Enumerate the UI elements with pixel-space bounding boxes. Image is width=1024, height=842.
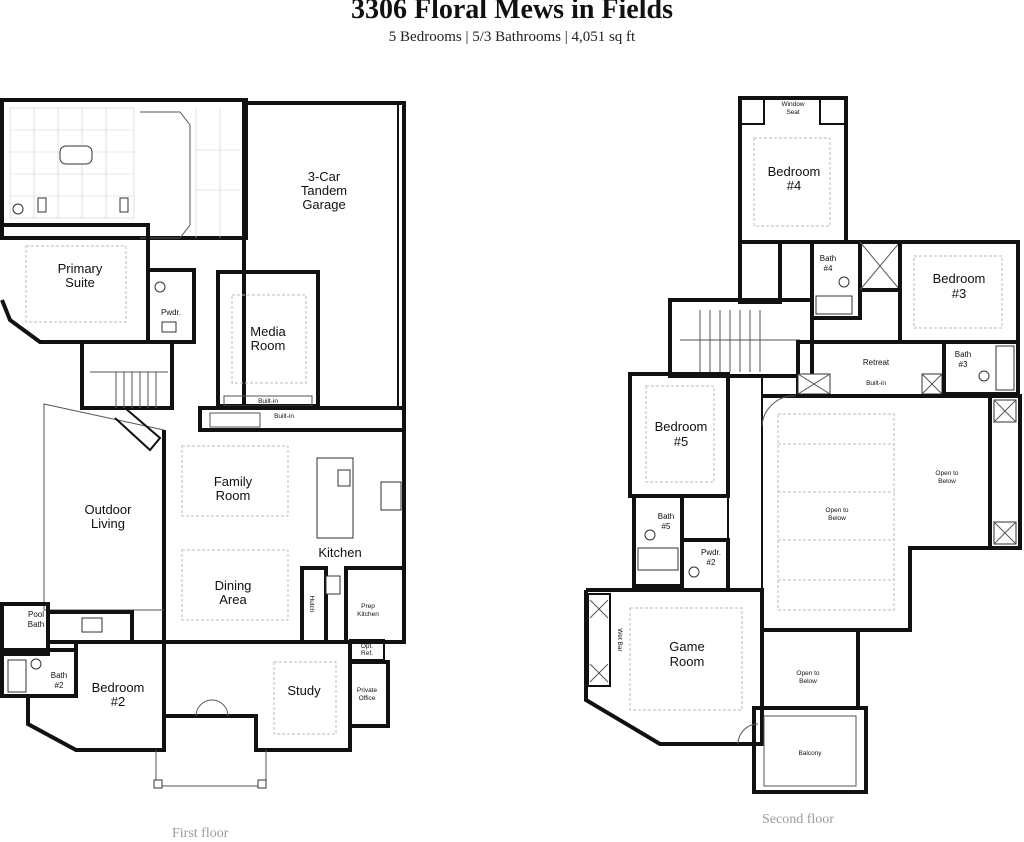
balcony-label: Balcony bbox=[798, 750, 822, 757]
wet-bar-label: Wet Bar bbox=[616, 628, 623, 652]
media-room-label-line2: Room bbox=[251, 338, 286, 353]
plan-title: 3306 Floral Mews in Fields bbox=[351, 0, 673, 25]
bath3-label-line1: Bath bbox=[955, 350, 971, 359]
private-office-label-line1: Private bbox=[357, 687, 378, 694]
bedroom4-label-line2: #4 bbox=[787, 178, 801, 193]
family-room-label-line1: Family bbox=[214, 474, 253, 489]
pwdr2-label-line2: #2 bbox=[707, 558, 716, 567]
bath2-label-line1: Bath bbox=[51, 671, 67, 680]
bath5-label-line2: #5 bbox=[662, 522, 671, 531]
outdoor-living-label-line1: Outdoor bbox=[85, 502, 133, 517]
prep-kitchen-label-line1: Prep bbox=[361, 603, 375, 610]
retreat-label: Retreat bbox=[863, 358, 890, 367]
pool-bath-label-line1: Pool bbox=[28, 610, 44, 619]
bath4-label-line1: Bath bbox=[820, 254, 836, 263]
garage-label-line2: Tandem bbox=[301, 183, 347, 198]
plan-subtitle: 5 Bedrooms | 5/3 Bathrooms | 4,051 sq ft bbox=[388, 29, 636, 45]
game-room-label-line1: Game bbox=[669, 639, 704, 654]
family-room-label-line2: Room bbox=[216, 488, 251, 503]
game-room-label-line2: Room bbox=[670, 654, 705, 669]
open-below-right-label-line1: Open to bbox=[935, 470, 959, 477]
garage-label-line1: 3-Car bbox=[308, 169, 341, 184]
study-label: Study bbox=[287, 683, 321, 698]
bedroom4-label-line1: Bedroom bbox=[768, 164, 821, 179]
outdoor-living-label-line2: Living bbox=[91, 516, 125, 531]
open-below-lower-label-line1: Open to bbox=[796, 670, 820, 677]
open-below-lower-label-line2: Below bbox=[799, 678, 817, 685]
dining-area-label-line1: Dining bbox=[215, 578, 252, 593]
second-floor-caption: Second floor bbox=[762, 812, 834, 827]
dining-area-label-line2: Area bbox=[219, 592, 247, 607]
open-below-right-label-line2: Below bbox=[938, 478, 956, 485]
bath3-label-line2: #3 bbox=[959, 360, 968, 369]
prep-kitchen-label-line2: Kitchen bbox=[357, 611, 379, 618]
family-built-in-label: Built-in bbox=[274, 413, 294, 420]
bedroom3-label-line2: #3 bbox=[952, 286, 966, 301]
window-seat-label-line2: Seat bbox=[786, 109, 800, 116]
pool-bath-label-line2: Bath bbox=[28, 620, 44, 629]
first-floor-caption: First floor bbox=[172, 826, 229, 841]
bedroom2-label-line1: Bedroom bbox=[92, 680, 145, 695]
open-below-center-label-line2: Below bbox=[828, 515, 846, 522]
hutch-label: Hutch bbox=[308, 596, 315, 613]
first-floor-plan: 3-Car Tandem Garage Primary Suite Pwdr. … bbox=[0, 98, 406, 789]
bedroom2-label-line2: #2 bbox=[111, 694, 125, 709]
kitchen-label: Kitchen bbox=[318, 545, 361, 560]
primary-suite-label-line1: Primary bbox=[58, 261, 103, 276]
open-below-center-label-line1: Open to bbox=[825, 507, 849, 514]
powder-label: Pwdr. bbox=[161, 308, 181, 317]
opt-ref-label-line2: Ref. bbox=[361, 650, 373, 657]
private-office-label-line2: Office bbox=[359, 695, 376, 702]
bedroom5-label-line1: Bedroom bbox=[655, 419, 708, 434]
bath5-label-line1: Bath bbox=[658, 512, 674, 521]
bath2-label-line2: #2 bbox=[55, 681, 64, 690]
media-room-label-line1: Media bbox=[250, 324, 286, 339]
bedroom3-label-line1: Bedroom bbox=[933, 271, 986, 286]
bath4-label-line2: #4 bbox=[824, 264, 833, 273]
garage-label-line3: Garage bbox=[302, 197, 345, 212]
opt-ref-label-line1: Opt. bbox=[361, 643, 373, 650]
primary-suite-label-line2: Suite bbox=[65, 275, 95, 290]
media-built-in-label: Built-in bbox=[258, 398, 278, 405]
pwdr2-label-line1: Pwdr. bbox=[701, 548, 721, 557]
window-seat-label-line1: Window bbox=[781, 101, 804, 108]
second-floor-plan: Window Seat Bedroom #4 Bath #4 Bedroom #… bbox=[584, 96, 1022, 794]
bedroom5-label-line2: #5 bbox=[674, 434, 688, 449]
retreat-built-in-label: Built-in bbox=[866, 380, 886, 387]
